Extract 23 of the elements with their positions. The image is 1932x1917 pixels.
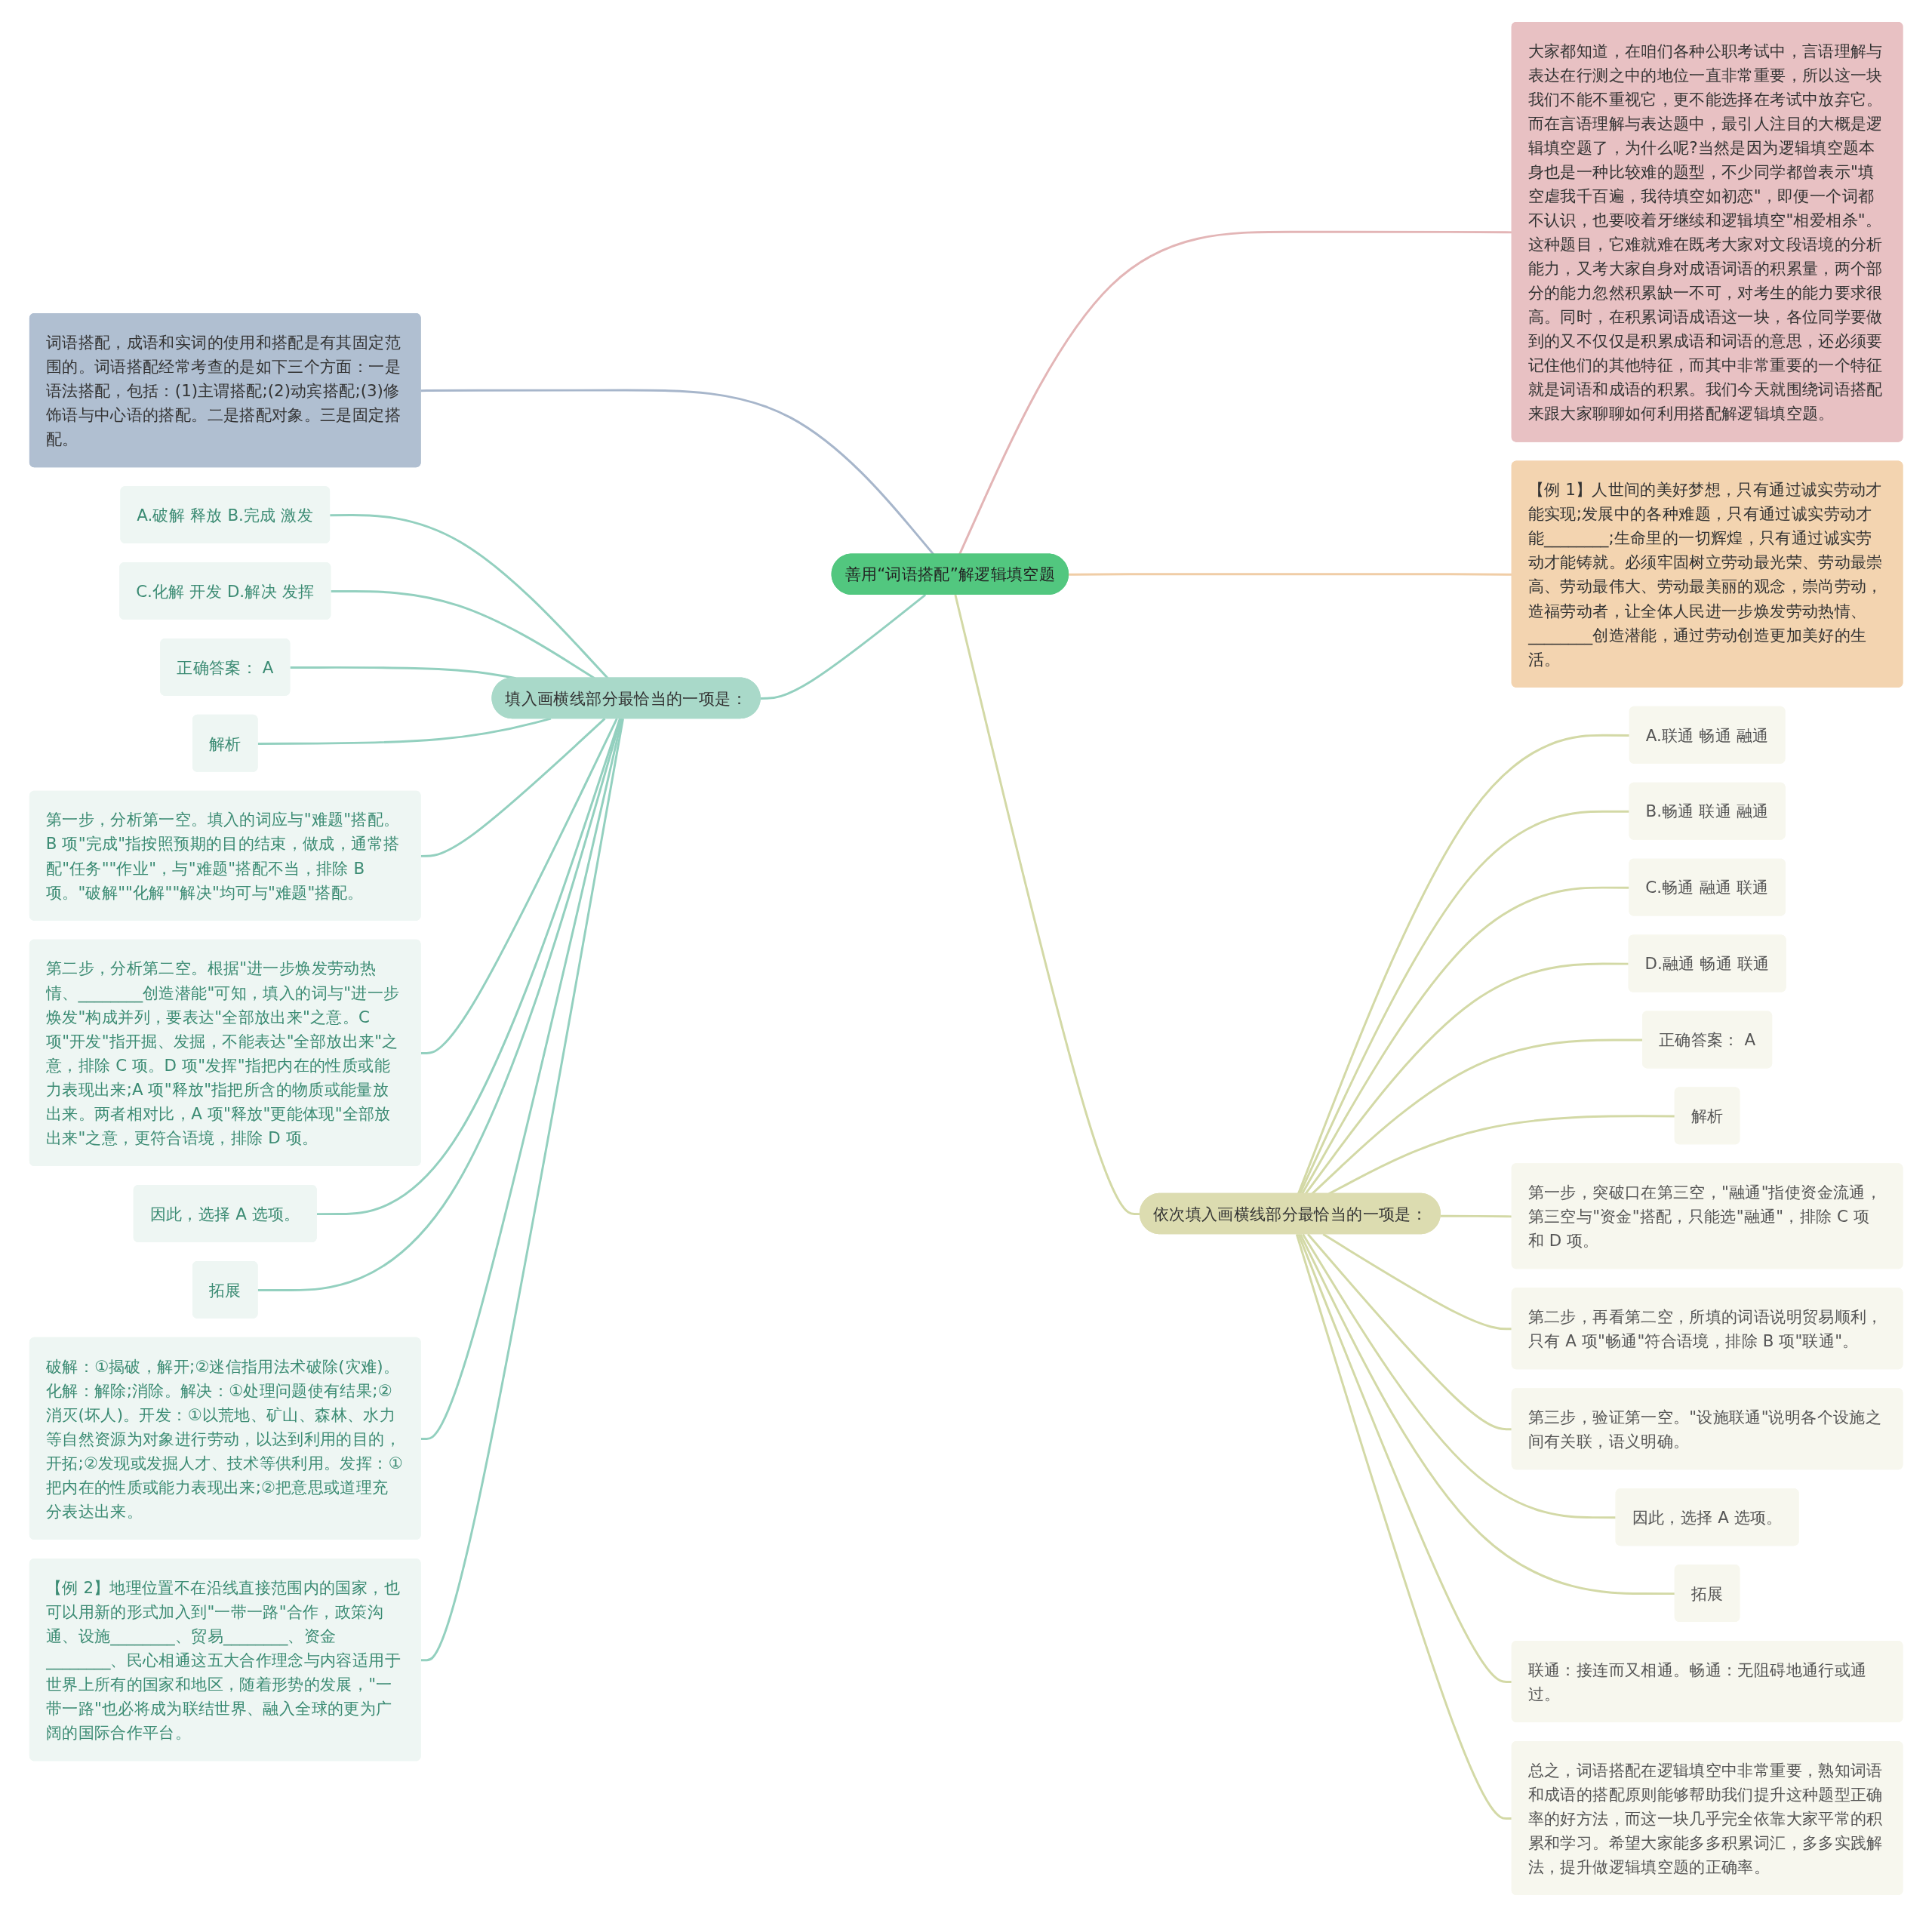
connector [1068,573,1512,576]
connector [420,389,934,555]
connector [1299,1233,1675,1595]
connector [1311,1039,1643,1195]
connector [1297,1233,1512,1684]
connector [958,230,1512,555]
connector [257,718,622,1291]
connector [1306,1233,1512,1431]
connector [420,718,624,1662]
connector [1297,734,1630,1195]
connector [420,718,606,857]
connector [420,718,623,1441]
connector [1440,1214,1512,1218]
connector [1304,962,1629,1195]
connector [420,718,618,1054]
connector [331,590,595,679]
connector [954,594,1140,1216]
connector [760,593,926,700]
connector [1295,1233,1512,1820]
connector [257,717,552,745]
connector [329,514,609,679]
connector [316,718,621,1216]
connector [1322,1233,1512,1331]
